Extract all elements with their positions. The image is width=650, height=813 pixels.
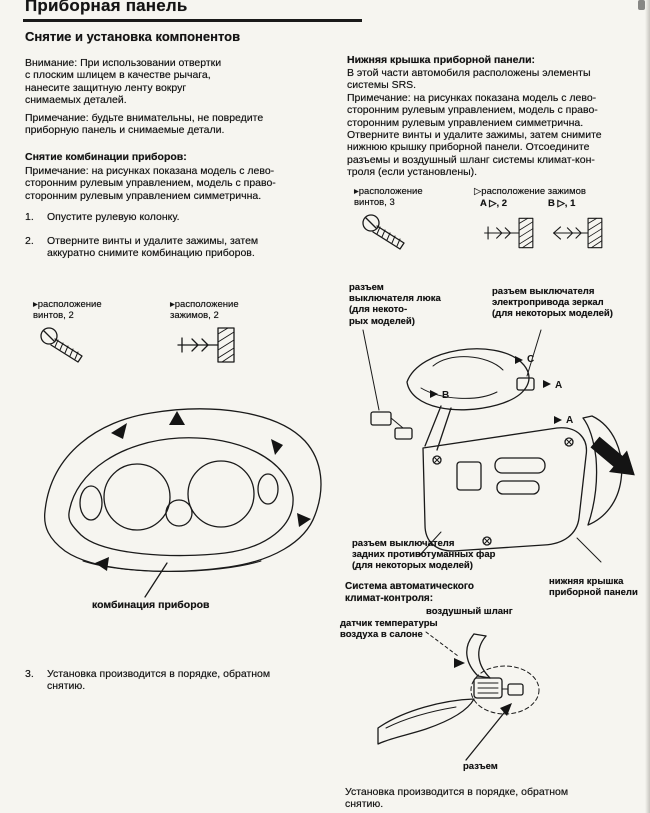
page-edge-shadow	[645, 0, 650, 813]
lower-cover-instructions: Отверните винты и удалите зажимы, затем …	[347, 129, 602, 179]
step-1: 1. Опустите рулевую колонку.	[25, 211, 330, 223]
marker-letter-b: B	[442, 390, 449, 401]
mirror-switch-connector-label: разъем выключателя электропривода зеркал…	[492, 286, 613, 320]
clip-a-icon	[484, 217, 534, 249]
clip-a-label: A ▷, 2	[480, 198, 508, 209]
air-hose-label: воздушный шланг	[426, 606, 513, 617]
screw-location-callout-right-label: ▸расположение винтов, 3	[354, 186, 423, 209]
lower-cover-drawing: C A A B	[362, 329, 635, 563]
removal-direction-arrow	[590, 436, 635, 476]
clip-location-callout-label: ▸расположение зажимов, 2	[170, 299, 239, 322]
final-note: Установка производится в порядке, обратн…	[345, 786, 569, 811]
title-underline	[23, 19, 362, 22]
marker-letter-a2: A	[566, 415, 573, 426]
step-2: 2. Отверните винты и удалите зажимы, зат…	[25, 235, 330, 260]
section-subtitle: Снятие и установка компонентов	[25, 29, 241, 44]
connector-label: разъем	[463, 761, 498, 772]
clip-b-label: B ▷, 1	[548, 198, 576, 209]
climate-sensor-drawing	[377, 631, 540, 761]
care-note: Примечание: будьте внимательны, не повре…	[25, 112, 264, 137]
clip-icon	[177, 327, 235, 363]
climate-system-heading: Система автоматического климат-контроля:	[345, 581, 474, 604]
sunroof-switch-connector-label: разъем выключателя люка (для некото- рых…	[349, 282, 441, 327]
screw-location-callout-label: ▸расположение винтов, 2	[33, 299, 102, 322]
step-3-number: 3.	[25, 668, 34, 680]
clip-location-callout-right-label: ▷расположение зажимов	[474, 186, 586, 197]
fog-switch-connector-label: разъем выключателя задних противотуманны…	[352, 538, 496, 572]
symmetry-note: Примечание: на рисунках показана модель …	[25, 165, 276, 202]
clip-b-icon	[553, 217, 603, 249]
lower-cover-heading: Нижняя крышка приборной панели:	[347, 54, 536, 66]
cluster-removal-heading: Снятие комбинации приборов:	[25, 151, 187, 163]
step-2-number: 2.	[25, 235, 34, 247]
srs-note: В этой части автомобиля расположены элем…	[347, 67, 591, 92]
step-1-number: 1.	[25, 211, 34, 223]
marker-letter-a1: A	[555, 380, 562, 391]
screw-icon	[40, 327, 83, 363]
step-3: 3. Установка производится в порядке, обр…	[25, 668, 330, 693]
page-title: Приборная панель	[25, 0, 188, 15]
marker-letter-c: C	[527, 354, 534, 365]
step-2-text: Отверните винты и удалите зажимы, затем …	[47, 235, 259, 260]
screw-icon-right	[362, 214, 405, 250]
scan-artifact	[638, 0, 645, 10]
step-3-text: Установка производится в порядке, обратн…	[47, 668, 271, 693]
instrument-cluster-label: комбинация приборов	[92, 599, 210, 611]
symmetry-note-right: Примечание: на рисунках показана модель …	[347, 92, 598, 129]
marker-triangles	[430, 356, 562, 424]
air-temp-sensor-label: датчик температуры воздуха в салоне	[340, 618, 438, 641]
warning-paragraph: Внимание: При использовании отвертки с п…	[25, 57, 222, 107]
instrument-cluster-drawing	[43, 408, 322, 598]
step-1-text: Опустите рулевую колонку.	[47, 211, 180, 223]
lower-cover-label: нижняя крышка приборной панели	[549, 576, 638, 599]
